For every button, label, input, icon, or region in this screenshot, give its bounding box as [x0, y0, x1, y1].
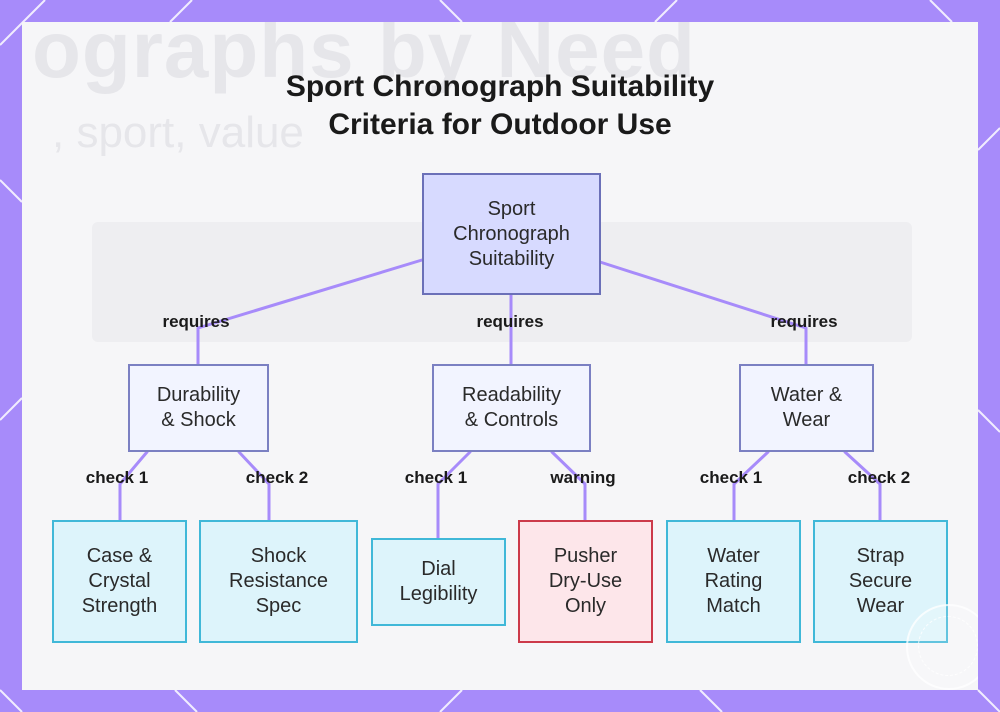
edge-label-check2-water: check 2	[847, 468, 911, 487]
edge-water-strap	[843, 450, 882, 522]
node-text: Readability	[462, 384, 561, 406]
node-text: Crystal	[88, 570, 151, 592]
node-text: Water &	[770, 384, 843, 406]
node-pusher-dry-use-only: Pusher Dry-Use Only	[518, 520, 653, 643]
node-text: Durability	[156, 384, 241, 406]
node-text: Legibility	[399, 583, 478, 605]
node-text: Water	[707, 545, 760, 567]
diagram-title: Sport Chronograph Suitability Criteria f…	[22, 68, 978, 144]
node-water-wear: Water & Wear	[739, 364, 874, 452]
connector-lines	[118, 258, 882, 540]
edge-label-requires-3: requires	[770, 312, 838, 331]
node-text: Rating	[704, 570, 763, 592]
edge-readability-dial	[436, 450, 472, 540]
watermark-seal-ring	[918, 616, 978, 676]
node-sport-chronograph-suitability: Sport Chronograph Suitability	[422, 173, 601, 295]
node-case-crystal-strength: Case & Crystal Strength	[52, 520, 187, 643]
edge-durability-shock	[237, 450, 271, 522]
node-text: Sport	[487, 197, 536, 220]
node-text: Chronograph	[453, 222, 570, 245]
node-text: Suitability	[468, 247, 555, 270]
node-text: Strength	[81, 595, 158, 617]
watermark-seal	[906, 604, 978, 690]
title-line-2: Criteria for Outdoor Use	[328, 108, 672, 141]
node-text: Wear	[782, 409, 831, 431]
node-text: Strap	[856, 545, 905, 567]
node-text: Match	[706, 595, 761, 617]
node-readability-controls: Readability & Controls	[432, 364, 591, 452]
node-text: Only	[564, 595, 607, 617]
node-text: Case &	[86, 545, 153, 567]
edge-root-water	[598, 260, 808, 366]
node-text: Shock	[250, 545, 307, 567]
background-heading: ographs by Need	[32, 22, 697, 94]
background-subheading: , sport, value	[52, 108, 304, 157]
edge-label-requires-1: requires	[162, 312, 230, 331]
edge-label-check1-readability: check 1	[404, 468, 468, 487]
edge-label-warning: warning	[550, 468, 616, 487]
edge-readability-pusher	[550, 450, 587, 522]
edge-root-durability	[196, 258, 424, 366]
edge-durability-case	[118, 450, 149, 522]
node-text: & Controls	[464, 409, 559, 431]
node-text: Secure	[848, 570, 913, 592]
node-text: & Shock	[161, 409, 236, 431]
node-text: Dial	[421, 558, 456, 580]
edge-label-requires-2: requires	[476, 312, 544, 331]
node-text: Resistance	[229, 570, 328, 592]
node-water-rating-match: Water Rating Match	[666, 520, 801, 643]
node-text: Wear	[856, 595, 905, 617]
edge-label-check2-durability: check 2	[245, 468, 309, 487]
node-text: Pusher	[553, 545, 618, 567]
node-dial-legibility: Dial Legibility	[371, 538, 506, 626]
node-durability-shock: Durability & Shock	[128, 364, 269, 452]
edge-label-check1-durability: check 1	[85, 468, 149, 487]
title-line-1: Sport Chronograph Suitability	[285, 70, 715, 103]
node-text: Dry-Use	[548, 570, 623, 592]
node-shock-resistance-spec: Shock Resistance Spec	[199, 520, 358, 643]
node-text: Spec	[255, 595, 302, 617]
edge-label-check1-water: check 1	[699, 468, 763, 487]
edge-water-rating	[732, 450, 770, 522]
diagram-card: ographs by Need , sport, value Sport Chr…	[22, 22, 978, 690]
